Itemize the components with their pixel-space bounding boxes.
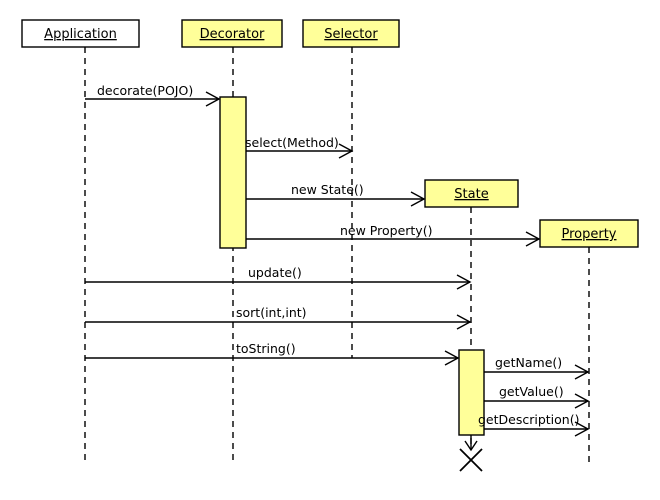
arrowhead-icon-getdescription [574, 421, 590, 437]
message-label-new-property: new Property() [340, 223, 432, 238]
arrowhead-icon-sort [456, 314, 472, 330]
arrowhead-icon-update [456, 274, 472, 290]
return-marker-state-return [464, 435, 478, 452]
participant-label-selector: Selector [324, 27, 378, 42]
arrowhead-icon-tostring [444, 350, 460, 366]
activation-bar-decorator [219, 96, 247, 249]
participant-box-decorator [181, 19, 283, 48]
message-label-new-state: new State() [291, 182, 364, 197]
arrowhead-icon-new-state [410, 191, 426, 207]
message-getvalue[interactable]: getValue() [484, 384, 590, 409]
message-getdescription[interactable]: getDescription() [478, 412, 590, 437]
participant-box-selector [302, 19, 400, 48]
message-label-getname: getName() [495, 355, 562, 370]
message-new-state[interactable]: new State() [246, 182, 426, 207]
activation-bar-state [458, 349, 485, 436]
participant-box-application [21, 19, 140, 48]
destruction-x-icon-stroke-2 [459, 448, 483, 472]
participant-label-application: Application [44, 27, 117, 42]
message-tostring[interactable]: toString() [85, 341, 460, 366]
arrowhead-icon-getvalue [574, 393, 590, 409]
markers-layer [459, 435, 483, 472]
participants-layer: Application Decorator SelectorStatePropert… [21, 19, 639, 248]
participant-application[interactable]: Application [21, 19, 140, 48]
participant-property[interactable]: Property [539, 219, 639, 248]
participant-decorator[interactable]: Decorator [181, 19, 283, 48]
arrowhead-icon-decorate [205, 91, 221, 107]
message-select-method[interactable]: select(Method) [245, 135, 354, 159]
arrowhead-icon-getname [574, 364, 590, 380]
message-label-getvalue: getValue() [499, 384, 564, 399]
lifelines-layer [84, 47, 590, 465]
participant-label-decorator: Decorator [200, 27, 265, 42]
messages-layer: decorate(POJO) select(Method) new State() n… [85, 83, 590, 437]
destruction-marker-state [459, 448, 483, 472]
participant-state[interactable]: State [424, 179, 519, 208]
participant-box-state [424, 179, 519, 208]
message-sort[interactable]: sort(int,int) [85, 305, 472, 330]
message-update[interactable]: update() [85, 265, 472, 290]
return-arrowhead-icon [464, 440, 478, 452]
arrowhead-icon-new-property [525, 231, 541, 247]
message-label-getdescription: getDescription() [478, 412, 579, 427]
participant-label-property: Property [561, 227, 616, 242]
participant-label-state: State [454, 187, 488, 202]
activations-layer [219, 96, 485, 436]
message-decorate[interactable]: decorate(POJO) [85, 83, 221, 107]
message-label-decorate: decorate(POJO) [97, 83, 193, 98]
message-getname[interactable]: getName() [484, 355, 590, 380]
message-label-update: update() [248, 265, 302, 280]
message-label-select-method: select(Method) [245, 135, 339, 150]
participant-box-property [539, 219, 639, 248]
message-label-sort: sort(int,int) [236, 305, 307, 320]
message-new-property[interactable]: new Property() [246, 223, 541, 247]
participant-selector[interactable]: Selector [302, 19, 400, 48]
message-label-tostring: toString() [236, 341, 296, 356]
arrowhead-icon-select-method [338, 143, 354, 159]
